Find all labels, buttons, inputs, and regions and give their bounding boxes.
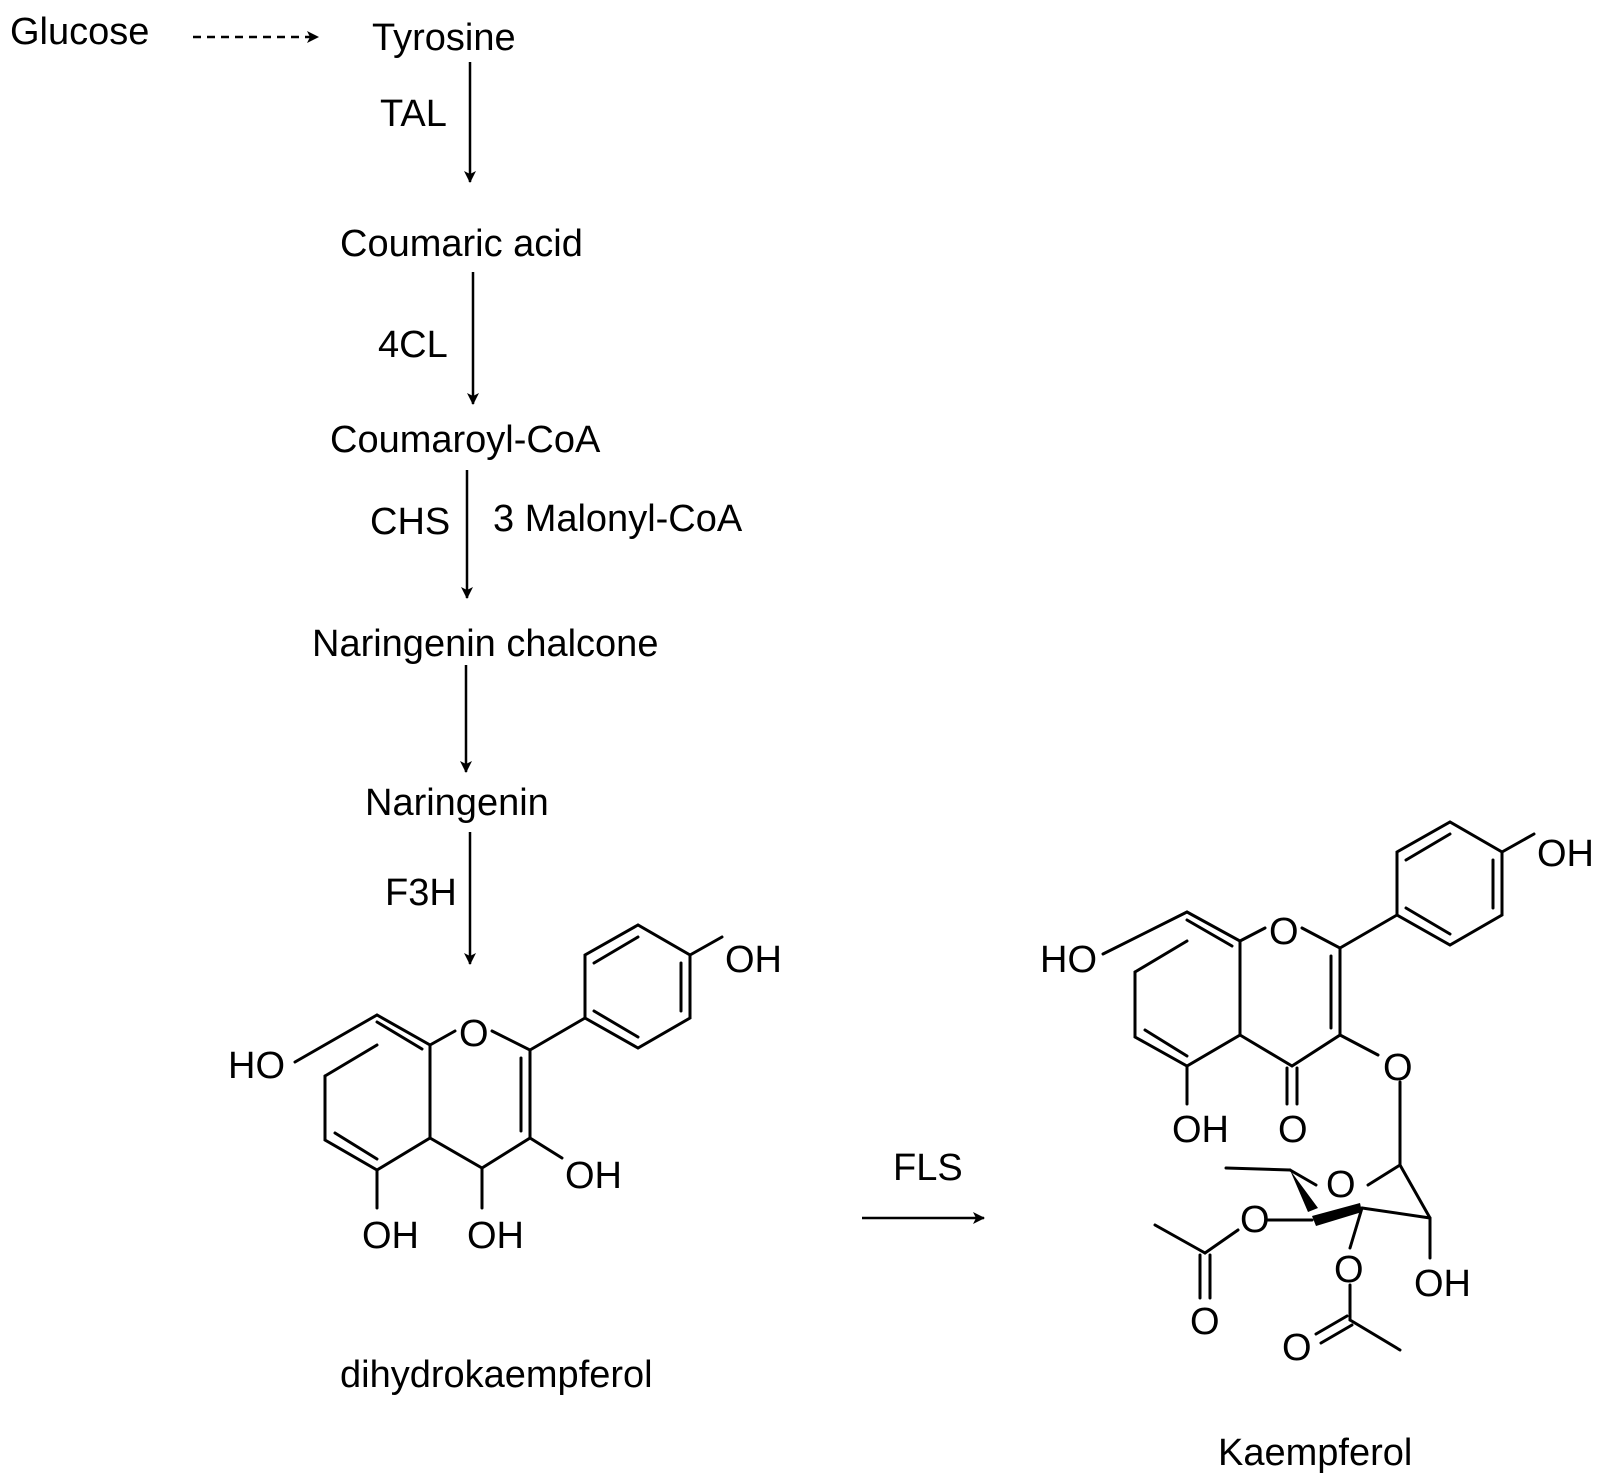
kae-sugar-methyl-bond bbox=[1224, 1166, 1292, 1172]
kae-sugar-wedge bbox=[1290, 1170, 1318, 1212]
naringenin-chalcone-label: Naringenin chalcone bbox=[312, 623, 658, 665]
dhk-b-ring-bonds bbox=[583, 923, 692, 1050]
kae-4p-oh-bond bbox=[1500, 832, 1536, 854]
dhk-ring-oxygen-label: O bbox=[459, 1013, 489, 1055]
coumaric-acid-label: Coumaric acid bbox=[340, 223, 583, 265]
dhk-a-ring-bonds bbox=[293, 1013, 432, 1172]
kae-sugar-c3-c2-bond bbox=[1360, 1206, 1432, 1220]
dhk-a-ring-bond bbox=[323, 1043, 379, 1078]
kae-b-ring-inner-bond bbox=[1404, 906, 1452, 936]
kae-acetyl1-oxygen-label: O bbox=[1240, 1199, 1270, 1241]
dhk-a-ring-inner-bond bbox=[333, 1131, 379, 1161]
kae-acetyl2-carbonyl-bond bbox=[1319, 1323, 1354, 1345]
kae-3-o-bond bbox=[1338, 1033, 1380, 1057]
naringenin-label: Naringenin bbox=[365, 782, 549, 824]
kae-sugar-oxygen-label: O bbox=[1326, 1164, 1356, 1206]
kae-a-ring-inner-bond bbox=[1143, 1028, 1189, 1058]
kae-acetyl1-methyl-bond bbox=[1153, 1223, 1207, 1255]
kae-a-ring-bonds bbox=[1101, 910, 1242, 1068]
dhk-4p-oh-bond bbox=[688, 935, 724, 957]
fls-enzyme-label: FLS bbox=[893, 1147, 963, 1189]
kae-sugar-wedge bbox=[1312, 1203, 1362, 1226]
dhk-a-ring-inner-bond bbox=[375, 1020, 424, 1051]
dhk-3-oh-bond bbox=[528, 1136, 564, 1160]
kae-acetyl1-o-c-bond bbox=[1203, 1228, 1240, 1255]
chs-enzyme-label: CHS bbox=[370, 501, 450, 543]
kaempferol-label: Kaempferol bbox=[1218, 1432, 1412, 1474]
kae-sugar-oh-label: OH bbox=[1414, 1263, 1471, 1305]
kae-sugar-c2-c1-bond bbox=[1398, 1163, 1432, 1220]
kae-5-oh-label: OH bbox=[1172, 1109, 1229, 1151]
dhk-b-ring-inner-bond bbox=[592, 1009, 640, 1039]
kae-acetyl2-methyl-bond bbox=[1348, 1318, 1402, 1352]
f3h-enzyme-label: F3H bbox=[385, 872, 457, 914]
kae-acetyl2-carbonyl-bond bbox=[1314, 1314, 1349, 1336]
kae-carbonyl-oxygen-label: O bbox=[1278, 1109, 1308, 1151]
dhk-b-ring-inner-bond bbox=[592, 935, 640, 965]
dhk-5-oh-label: OH bbox=[362, 1215, 419, 1257]
kae-a-ring-bond bbox=[1133, 939, 1189, 974]
kae-sugar-o-c5-bond bbox=[1288, 1168, 1318, 1187]
dhk-3-oh-label: OH bbox=[565, 1155, 622, 1197]
dhk-4p-oh-label: OH bbox=[725, 939, 782, 981]
kae-glycosidic-oxygen-label: O bbox=[1383, 1047, 1413, 1089]
kae-ring-oxygen-label: O bbox=[1269, 911, 1299, 953]
dhk-7-ho-label: HO bbox=[228, 1045, 285, 1087]
dihydrokaempferol-structure: HO O OH OH OH OH bbox=[228, 923, 782, 1257]
coumaroyl-coa-label: Coumaroyl-CoA bbox=[330, 419, 601, 461]
malonyl-coa-label: 3 Malonyl-CoA bbox=[493, 498, 743, 540]
kae-sugar-c1-o-bond bbox=[1366, 1163, 1402, 1187]
kae-acetyl2-oxygen-label: O bbox=[1334, 1249, 1364, 1291]
tal-enzyme-label: TAL bbox=[380, 93, 447, 135]
kae-b-ring-link bbox=[1338, 913, 1399, 950]
dhk-b-ring-link bbox=[528, 1016, 587, 1052]
dihydrokaempferol-label: dihydrokaempferol bbox=[340, 1354, 653, 1396]
kae-7-ho-label: HO bbox=[1040, 939, 1097, 981]
kae-a-ring-inner-bond bbox=[1185, 918, 1234, 948]
kae-b-ring-inner-bond bbox=[1404, 832, 1452, 862]
kaempferol-structure: HO O OH OH O O O O O O O OH bbox=[1040, 820, 1594, 1369]
4cl-enzyme-label: 4CL bbox=[378, 324, 448, 366]
tyrosine-label: Tyrosine bbox=[372, 17, 516, 59]
kae-acetyl1-carbonyl-label: O bbox=[1190, 1301, 1220, 1343]
kae-acetyl2-carbonyl-label: O bbox=[1282, 1327, 1312, 1369]
kae-sugar-c3-o-bond bbox=[1348, 1206, 1364, 1250]
kae-4p-oh-label: OH bbox=[1537, 833, 1594, 875]
glucose-label: Glucose bbox=[10, 11, 149, 53]
dhk-4-oh-label: OH bbox=[467, 1215, 524, 1257]
kae-b-ring-bonds bbox=[1395, 820, 1504, 947]
